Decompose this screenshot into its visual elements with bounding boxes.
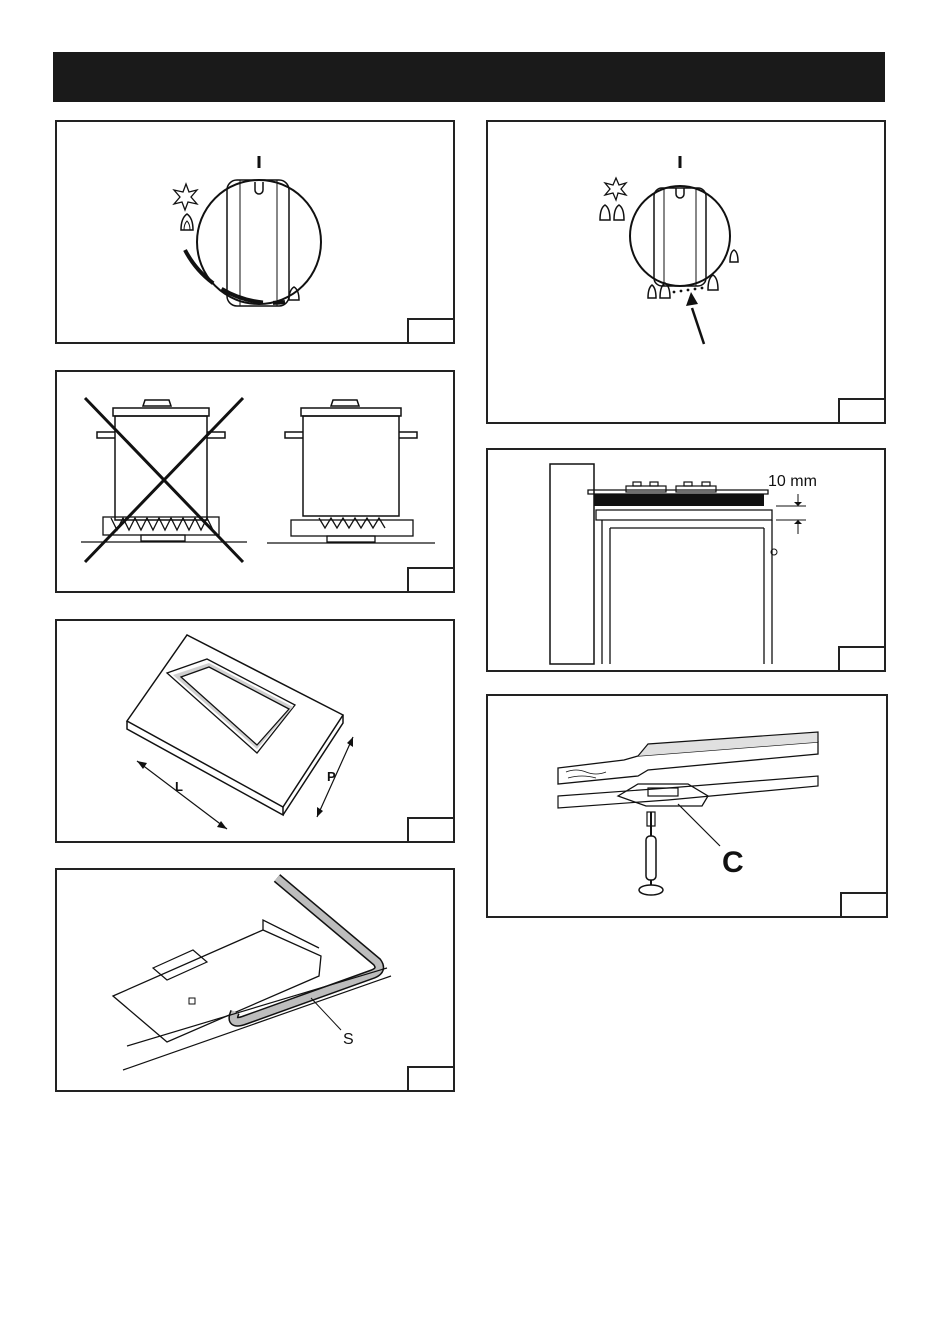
figure-cooktop-clearance: 10 mm — [486, 448, 886, 672]
cutout-illustration: L P — [57, 621, 453, 841]
figure-seal: S — [55, 868, 455, 1092]
cross-out-mark — [85, 398, 243, 562]
ignition-spark-icon — [174, 184, 197, 210]
figure-number-tab — [838, 646, 886, 672]
double-flame-large-icon — [600, 205, 624, 220]
figure-knob-double — [486, 120, 886, 424]
clamp-label: C — [722, 846, 744, 879]
cooktop-clearance-illustration: 10 mm — [488, 450, 884, 670]
figure-number-tab — [407, 817, 455, 843]
knob-single-illustration — [57, 122, 453, 342]
figure-number-tab — [407, 318, 455, 344]
clearance-dimension-label: 10 mm — [768, 473, 817, 490]
ignition-spark-icon — [605, 178, 626, 200]
figure-knob-single — [55, 120, 455, 344]
wrong-pot — [81, 398, 247, 562]
header-bar — [53, 52, 885, 102]
cutout-depth-label: P — [327, 769, 336, 784]
figure-pot-placement — [55, 370, 455, 593]
seal-label: S — [343, 1031, 354, 1048]
correct-pot — [267, 400, 435, 543]
figure-number-tab — [407, 567, 455, 593]
figure-cutout: L P — [55, 619, 455, 843]
pointer-arrow — [686, 292, 704, 344]
flame-large-icon — [181, 214, 193, 230]
pot-placement-illustration — [57, 372, 453, 591]
figure-number-tab — [407, 1066, 455, 1092]
figure-number-tab — [838, 398, 886, 424]
figure-mounting-clamp: C — [486, 694, 888, 918]
flame-medium-icon — [730, 250, 738, 262]
position-dots — [673, 287, 704, 294]
cutout-length-label: L — [175, 779, 183, 794]
mounting-clamp-illustration: C — [488, 696, 886, 916]
seal-illustration: S — [57, 870, 453, 1090]
figure-number-tab — [840, 892, 888, 918]
knob-double-illustration — [488, 122, 884, 422]
